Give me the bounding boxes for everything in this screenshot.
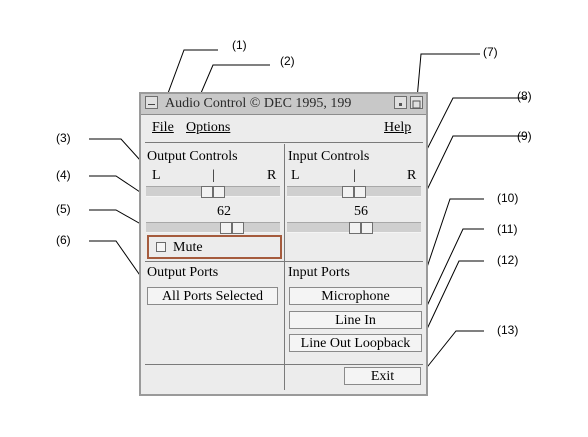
menu-separator xyxy=(145,142,423,143)
input-gain-value: 56 xyxy=(354,204,368,219)
menu-options[interactable]: Options xyxy=(186,119,230,137)
input-left-label: L xyxy=(291,168,300,183)
output-balance-thumb-left[interactable] xyxy=(201,186,213,198)
input-gain-thumb-left[interactable] xyxy=(349,222,361,234)
middle-separator xyxy=(145,261,423,262)
callout-9: (9) xyxy=(517,129,532,143)
microphone-button[interactable]: Microphone xyxy=(289,287,422,305)
mute-checkbox-container[interactable]: Mute xyxy=(147,235,282,259)
minimize-button[interactable] xyxy=(394,96,407,109)
input-ports-heading: Input Ports xyxy=(288,265,350,280)
menu-help-label: Help xyxy=(384,120,412,135)
callout-4: (4) xyxy=(56,168,71,182)
input-gain-thumb-right[interactable] xyxy=(361,222,373,234)
output-ports-heading: Output Ports xyxy=(147,265,219,280)
callout-3: (3) xyxy=(56,131,71,145)
mute-checkbox[interactable] xyxy=(156,242,166,252)
bottom-separator xyxy=(145,364,423,365)
callout-12: (12) xyxy=(497,253,519,267)
callout-6: (6) xyxy=(56,233,71,247)
callout-10: (10) xyxy=(497,191,519,205)
callout-8: (8) xyxy=(517,89,532,103)
mute-label: Mute xyxy=(173,240,203,255)
line-in-button[interactable]: Line In xyxy=(289,311,422,329)
minimize-icon xyxy=(399,103,402,106)
output-volume-thumb-right[interactable] xyxy=(232,222,244,234)
output-right-label: R xyxy=(267,168,277,183)
output-volume-slider[interactable] xyxy=(146,222,280,234)
line-out-loopback-button[interactable]: Line Out Loopback xyxy=(289,334,422,352)
input-balance-thumb-left[interactable] xyxy=(342,186,354,198)
input-gain-slider[interactable] xyxy=(287,222,421,234)
input-controls-heading: Input Controls xyxy=(288,149,370,164)
menu-help[interactable]: Help xyxy=(384,119,411,137)
output-volume-thumb-left[interactable] xyxy=(220,222,232,234)
window-menu-icon xyxy=(148,104,155,105)
output-controls-heading: Output Controls xyxy=(147,149,238,164)
callout-11: (11) xyxy=(497,222,518,236)
window-menu-button[interactable] xyxy=(145,96,158,109)
callout-7: (7) xyxy=(483,45,498,59)
window-titlebar[interactable]: Audio Control © DEC 1995, 199 xyxy=(141,94,426,115)
input-center-label: | xyxy=(353,168,356,183)
center-divider xyxy=(284,144,285,390)
input-balance-slider[interactable] xyxy=(287,186,421,198)
callout-1: (1) xyxy=(232,38,247,52)
menu-file[interactable]: File xyxy=(152,119,174,137)
output-volume-value: 62 xyxy=(217,204,231,219)
audio-control-window: Audio Control © DEC 1995, 199 File Optio… xyxy=(139,92,428,396)
output-center-label: | xyxy=(212,168,215,183)
maximize-button[interactable] xyxy=(410,96,423,109)
window-title: Audio Control © DEC 1995, 199 xyxy=(165,96,352,111)
exit-button[interactable]: Exit xyxy=(344,367,421,385)
output-port-select[interactable]: All Ports Selected xyxy=(147,287,278,305)
menu-file-label: File xyxy=(152,120,174,135)
callout-2: (2) xyxy=(280,54,295,68)
callout-13: (13) xyxy=(497,323,519,337)
output-balance-slider[interactable] xyxy=(146,186,280,198)
input-balance-thumb-right[interactable] xyxy=(354,186,366,198)
callout-5: (5) xyxy=(56,202,71,216)
input-right-label: R xyxy=(407,168,417,183)
maximize-icon xyxy=(412,100,421,109)
menu-options-label: Options xyxy=(186,120,231,135)
output-balance-thumb-right[interactable] xyxy=(213,186,225,198)
output-left-label: L xyxy=(152,168,161,183)
